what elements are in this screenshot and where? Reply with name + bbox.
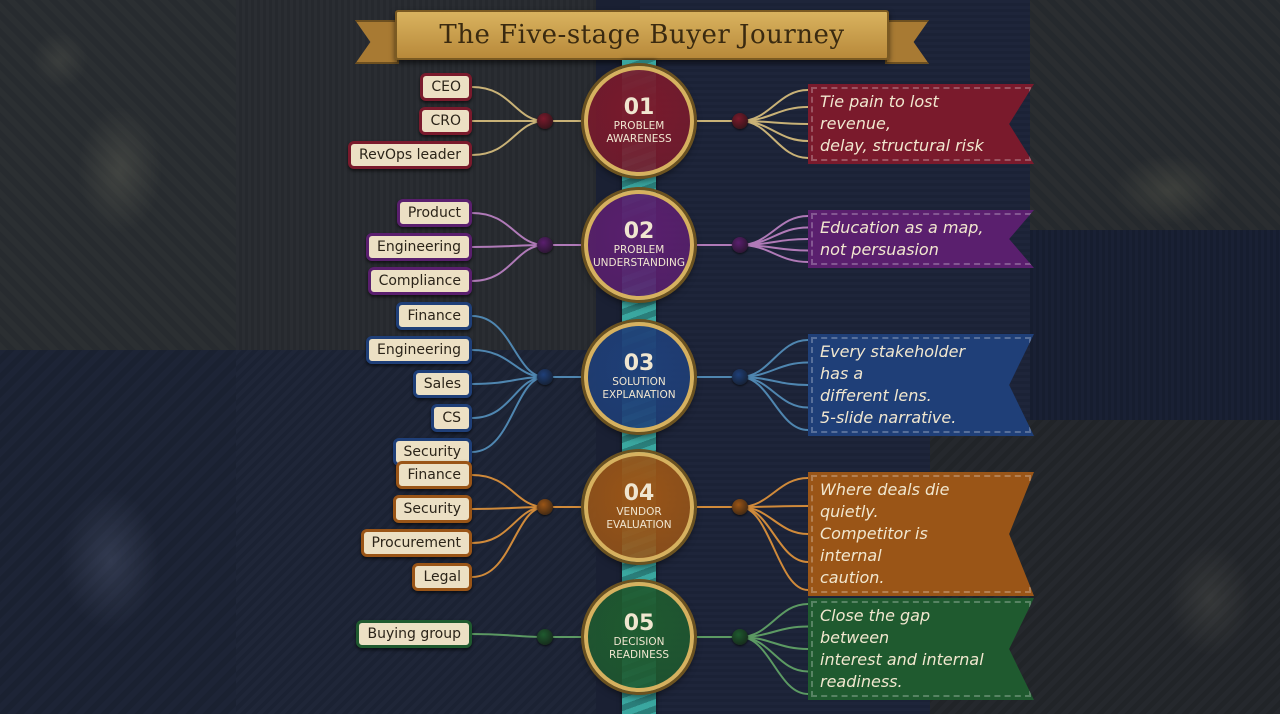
stakeholder-tag: RevOps leader bbox=[348, 141, 472, 169]
left-knot bbox=[537, 499, 553, 515]
stakeholder-thread bbox=[471, 212, 546, 246]
left-knot bbox=[537, 237, 553, 253]
stakeholder-tag: CS bbox=[431, 404, 472, 432]
stage-label: PROBLEM UNDERSTANDING bbox=[592, 244, 686, 269]
stage-note-2: Education as a map, not persuasion bbox=[808, 210, 1034, 268]
stakeholder-thread bbox=[471, 120, 546, 156]
note-thread bbox=[739, 505, 809, 508]
stage-label: DECISION READINESS bbox=[608, 636, 670, 661]
note-thread bbox=[739, 339, 809, 378]
stakeholder-thread bbox=[471, 506, 546, 578]
page-title: The Five-stage Buyer Journey bbox=[439, 20, 845, 50]
right-knot bbox=[732, 237, 748, 253]
note-thread bbox=[739, 506, 809, 563]
stage-circle-5: 05 DECISION READINESS bbox=[584, 582, 694, 692]
stakeholder-tag: Finance bbox=[396, 302, 472, 330]
note-thread bbox=[739, 636, 809, 695]
tapestry-panel bbox=[0, 350, 236, 714]
title-banner: The Five-stage Buyer Journey bbox=[395, 10, 889, 60]
stage-note-5: Close the gap between interest and inter… bbox=[808, 598, 1034, 700]
stakeholder-thread bbox=[471, 244, 546, 282]
right-knot bbox=[732, 369, 748, 385]
note-thread bbox=[739, 89, 809, 122]
right-knot bbox=[732, 629, 748, 645]
stakeholder-tag: Sales bbox=[412, 370, 472, 398]
left-knot bbox=[537, 113, 553, 129]
stage-number: 04 bbox=[623, 481, 655, 506]
stage-circle-1: 01 PROBLEM AWARENESS bbox=[584, 66, 694, 176]
tapestry-panel bbox=[0, 0, 236, 350]
stakeholder-thread bbox=[471, 506, 546, 544]
stakeholder-thread bbox=[471, 349, 546, 378]
stage-circle-3: 03 SOLUTION EXPLANATION bbox=[584, 322, 694, 432]
stage-circle-4: 04 VENDOR EVALUATION bbox=[584, 452, 694, 562]
stakeholder-tag: Product bbox=[396, 199, 472, 227]
stakeholder-tag: Security bbox=[392, 495, 472, 523]
stakeholder-thread bbox=[471, 86, 546, 122]
stakeholder-list-stage-4: Finance Security Procurement Legal bbox=[360, 458, 472, 594]
stage-number: 01 bbox=[623, 95, 655, 120]
stakeholder-list-stage-2: Product Engineering Compliance bbox=[366, 196, 472, 298]
stakeholder-thread bbox=[471, 633, 546, 638]
stage-number: 02 bbox=[623, 219, 655, 244]
stage-number: 05 bbox=[623, 611, 655, 636]
note-thread bbox=[739, 238, 809, 246]
note-thread bbox=[739, 376, 809, 431]
stakeholder-thread bbox=[471, 474, 546, 508]
stage-note-4: Where deals die quietly. Competitor is i… bbox=[808, 472, 1034, 596]
stage-label: SOLUTION EXPLANATION bbox=[602, 376, 676, 401]
stakeholder-tag: Engineering bbox=[366, 233, 472, 261]
stakeholder-list-stage-5: Buying group bbox=[356, 617, 472, 651]
left-knot bbox=[537, 369, 553, 385]
stage-label: PROBLEM AWARENESS bbox=[606, 120, 672, 145]
note-thread bbox=[739, 215, 809, 246]
stakeholder-tag: Procurement bbox=[360, 529, 472, 557]
stage-note-3: Every stakeholder has a different lens. … bbox=[808, 334, 1034, 436]
tapestry-panel bbox=[1030, 0, 1280, 230]
stakeholder-tag: CEO bbox=[420, 73, 472, 101]
stakeholder-thread bbox=[471, 376, 546, 453]
left-knot bbox=[537, 629, 553, 645]
stakeholder-thread bbox=[471, 315, 546, 378]
stakeholder-tag: Compliance bbox=[367, 267, 472, 295]
stakeholder-tag: CRO bbox=[419, 107, 472, 135]
note-thread bbox=[739, 506, 809, 591]
stakeholder-tag: Legal bbox=[412, 563, 472, 591]
stage-circle-2: 02 PROBLEM UNDERSTANDING bbox=[584, 190, 694, 300]
stakeholder-tag: Buying group bbox=[356, 620, 472, 648]
stakeholder-tag: Finance bbox=[396, 461, 472, 489]
right-knot bbox=[732, 499, 748, 515]
stakeholder-tag: Engineering bbox=[366, 336, 472, 364]
note-thread bbox=[739, 477, 809, 508]
note-thread bbox=[739, 120, 809, 159]
right-knot bbox=[732, 113, 748, 129]
stakeholder-list-stage-1: CEO CRO RevOps leader bbox=[348, 70, 472, 172]
stage-label: VENDOR EVALUATION bbox=[606, 506, 672, 531]
stage-number: 03 bbox=[623, 351, 655, 376]
stakeholder-list-stage-3: Finance Engineering Sales CS Security bbox=[366, 299, 472, 469]
stage-note-1: Tie pain to lost revenue, delay, structu… bbox=[808, 84, 1034, 164]
